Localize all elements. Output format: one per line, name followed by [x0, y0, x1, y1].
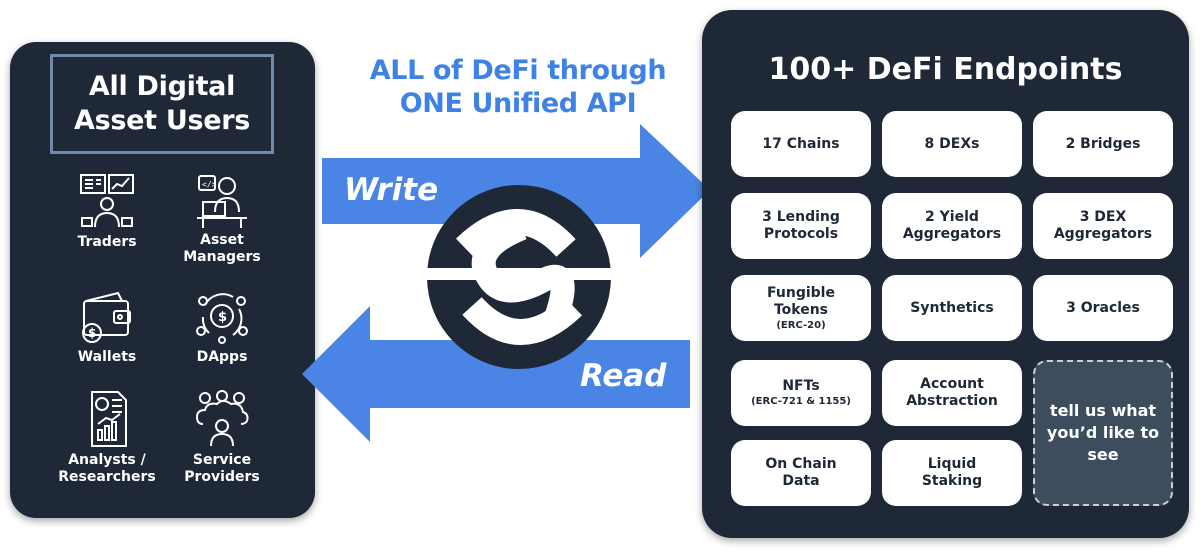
- endpoint-label: 3 Oracles: [1066, 299, 1140, 316]
- users-title-line-2: Asset Users: [73, 105, 251, 136]
- endpoint-on-chain-data: On Chain Data: [731, 440, 871, 506]
- endpoint-dex-aggregators: 3 DEX Aggregators: [1033, 193, 1173, 259]
- endpoint-label: 2 Yield Aggregators: [902, 209, 1002, 242]
- read-write-arrows: [302, 124, 710, 442]
- endpoint-label: Synthetics: [910, 299, 994, 316]
- endpoint-oracles: 3 Oracles: [1033, 275, 1173, 341]
- write-label: Write: [344, 172, 439, 208]
- read-label: Read: [580, 358, 667, 394]
- suggestion-box[interactable]: tell us what you’d like to see: [1033, 360, 1173, 506]
- analyst-report-icon: [91, 391, 127, 447]
- endpoints-panel: 100+ DeFi Endpoints 17 Chains 8 DEXs 2 B…: [702, 10, 1189, 538]
- user-dapps: $ DApps: [162, 287, 282, 366]
- svg-text:$: $: [88, 326, 96, 340]
- headline-line-1: ALL of DeFi through: [369, 55, 667, 86]
- user-asset-managers: </> Asset Managers: [162, 172, 282, 266]
- user-types-panel: All Digital Asset Users Traders: [10, 42, 315, 518]
- user-label-wallets: Wallets: [77, 349, 137, 365]
- user-label-traders: Traders: [77, 234, 137, 250]
- endpoint-label: 2 Bridges: [1065, 135, 1141, 152]
- endpoint-label: Liquid Staking: [921, 456, 983, 489]
- user-traders: Traders: [47, 172, 167, 251]
- headline-line-2: ONE Unified API: [399, 88, 637, 119]
- endpoint-chains: 17 Chains: [731, 111, 871, 177]
- dapp-network-icon: $: [196, 293, 248, 344]
- user-analysts: Analysts / Researchers: [47, 390, 167, 486]
- user-label-service-providers: Service Providers: [184, 452, 260, 485]
- endpoints-title: 100+ DeFi Endpoints: [768, 52, 1123, 87]
- endpoint-label: 17 Chains: [762, 135, 840, 152]
- api-logo-icon: [425, 185, 615, 369]
- user-wallets: $ Wallets: [47, 287, 167, 366]
- user-label-dapps: DApps: [196, 349, 248, 365]
- trader-monitor-icon: [80, 174, 134, 228]
- user-service-providers: Service Providers: [162, 390, 282, 486]
- endpoint-yield: 2 Yield Aggregators: [882, 193, 1022, 259]
- user-label-analysts: Analysts / Researchers: [58, 452, 156, 485]
- endpoint-dexs: 8 DEXs: [882, 111, 1022, 177]
- headline: ALL of DeFi through ONE Unified API: [340, 54, 696, 120]
- endpoint-label: 3 DEX Aggregators: [1053, 209, 1153, 242]
- endpoint-nfts: NFTs (ERC-721 & 1155): [731, 360, 871, 426]
- service-cloud-icon: [195, 390, 249, 447]
- users-title-line-1: All Digital: [88, 71, 236, 102]
- endpoint-lending: 3 Lending Protocols: [731, 193, 871, 259]
- suggestion-text: tell us what you’d like to see: [1046, 401, 1160, 464]
- endpoint-sub: (ERC-721 & 1155): [751, 396, 851, 407]
- endpoint-fungible-tokens: Fungible Tokens (ERC-20): [731, 275, 871, 341]
- endpoint-label: 8 DEXs: [924, 135, 980, 152]
- wallet-icon: $: [82, 291, 131, 343]
- users-title-box: All Digital Asset Users: [50, 54, 274, 154]
- endpoint-sub: (ERC-20): [776, 319, 826, 331]
- endpoint-label: NFTs: [782, 378, 820, 394]
- endpoint-label: On Chain Data: [765, 456, 837, 489]
- read-arrow: [302, 306, 690, 442]
- endpoint-liquid-staking: Liquid Staking: [882, 440, 1022, 506]
- endpoint-bridges: 2 Bridges: [1033, 111, 1173, 177]
- user-label-asset-managers: Asset Managers: [183, 232, 261, 265]
- endpoint-label: Fungible Tokens: [767, 284, 835, 318]
- endpoint-label: 3 Lending Protocols: [762, 209, 840, 242]
- endpoint-label: Account Abstraction: [906, 376, 998, 409]
- asset-manager-icon: </>: [197, 175, 247, 228]
- svg-text:$: $: [218, 310, 227, 325]
- endpoint-account-abstraction: Account Abstraction: [882, 360, 1022, 426]
- svg-text:</>: </>: [202, 180, 217, 189]
- endpoint-synthetics: Synthetics: [882, 275, 1022, 341]
